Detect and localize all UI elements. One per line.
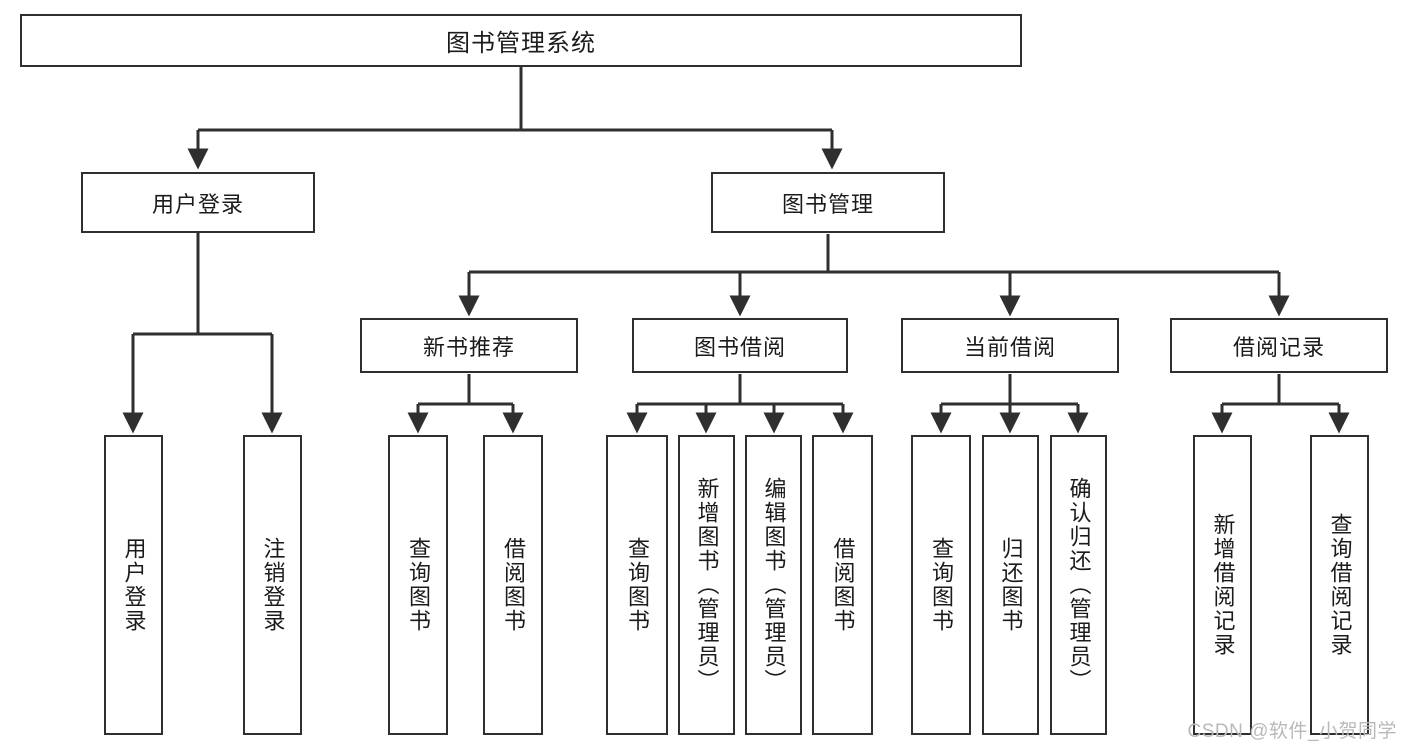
node-book-borrow[interactable]: 图书借阅 [632, 318, 848, 373]
node-borrow-record[interactable]: 借阅记录 [1170, 318, 1388, 373]
leaf-user-login[interactable]: 用户登录 [104, 435, 163, 735]
node-root[interactable]: 图书管理系统 [20, 14, 1022, 67]
leaf-label: 查询图书 [405, 537, 431, 633]
leaf-borrow-book-rec[interactable]: 借阅图书 [483, 435, 543, 735]
leaf-query-book-current[interactable]: 查询图书 [911, 435, 971, 735]
leaf-edit-book-admin[interactable]: 编辑图书（管理员） [745, 435, 802, 735]
leaf-logout[interactable]: 注销登录 [243, 435, 302, 735]
node-label: 新书推荐 [422, 334, 515, 360]
leaf-borrow-book[interactable]: 借阅图书 [812, 435, 873, 735]
leaf-label: 归还图书 [998, 537, 1024, 633]
node-book-management[interactable]: 图书管理 [711, 172, 945, 233]
node-label: 当前借阅 [963, 334, 1056, 360]
leaf-label: 借阅图书 [500, 537, 526, 633]
node-root-label: 图书管理系统 [446, 30, 596, 57]
leaf-label: 新增图书（管理员） [694, 477, 720, 693]
leaf-label: 查询图书 [928, 537, 954, 633]
leaf-query-book-rec[interactable]: 查询图书 [388, 435, 448, 735]
leaf-query-borrow-record[interactable]: 查询借阅记录 [1310, 435, 1369, 735]
leaf-label: 注销登录 [260, 537, 286, 633]
leaf-confirm-return-admin[interactable]: 确认归还（管理员） [1050, 435, 1107, 735]
node-label: 用户登录 [151, 191, 244, 217]
leaf-label: 编辑图书（管理员） [761, 477, 787, 693]
node-label: 借阅记录 [1232, 334, 1325, 360]
leaf-label: 用户登录 [121, 537, 147, 633]
leaf-label: 查询图书 [624, 537, 650, 633]
leaf-label: 新增借阅记录 [1210, 513, 1236, 657]
leaf-query-book-borrow[interactable]: 查询图书 [606, 435, 668, 735]
node-new-book-recommend[interactable]: 新书推荐 [360, 318, 578, 373]
node-current-borrow[interactable]: 当前借阅 [901, 318, 1119, 373]
node-label: 图书管理 [781, 191, 874, 217]
watermark-text: CSDN @软件_小贺同学 [1187, 721, 1397, 742]
leaf-label: 确认归还（管理员） [1066, 477, 1092, 693]
leaf-label: 查询借阅记录 [1327, 513, 1353, 657]
node-user-login[interactable]: 用户登录 [81, 172, 315, 233]
leaf-add-book-admin[interactable]: 新增图书（管理员） [678, 435, 735, 735]
leaf-return-book[interactable]: 归还图书 [982, 435, 1039, 735]
leaf-label: 借阅图书 [830, 537, 856, 633]
leaf-add-borrow-record[interactable]: 新增借阅记录 [1193, 435, 1252, 735]
node-label: 图书借阅 [693, 334, 786, 360]
